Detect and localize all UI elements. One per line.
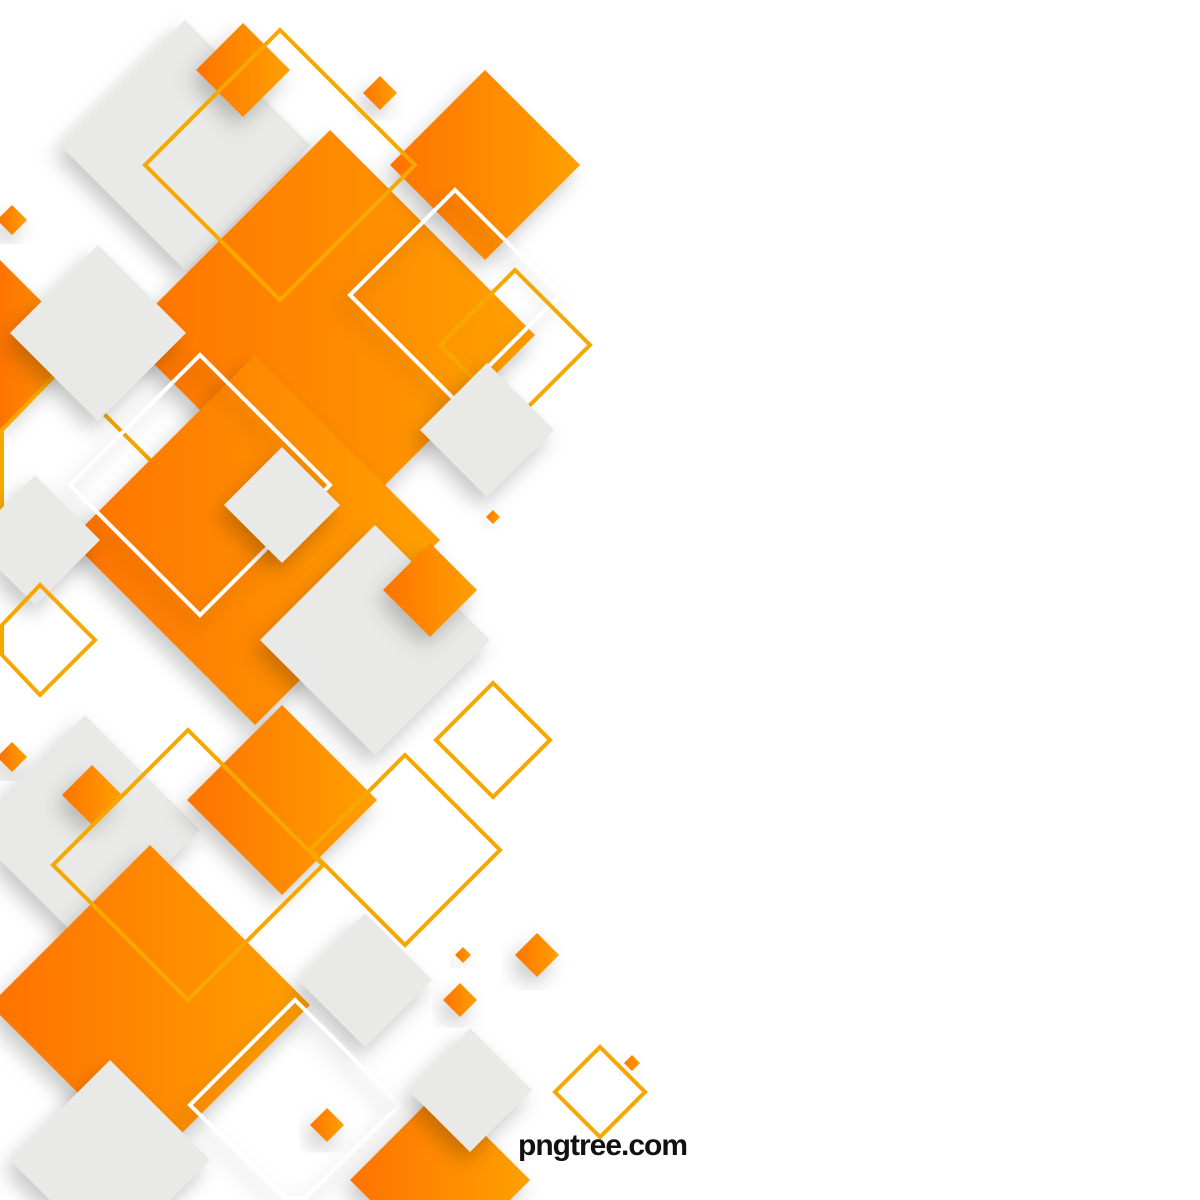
- orange-outline-diamond: [0, 582, 98, 698]
- orange-diamond: [390, 70, 580, 260]
- gray-diamond: [408, 1028, 532, 1152]
- orange-outline-diamond: [552, 1044, 648, 1140]
- orange-outline-diamond: [50, 727, 326, 1003]
- orange-outline-diamond: [433, 680, 553, 800]
- gray-diamond: [298, 913, 432, 1047]
- orange-diamond: [310, 1108, 344, 1142]
- white-outline-diamond: [187, 997, 403, 1200]
- orange-diamond: [187, 705, 377, 895]
- gray-diamond: [10, 245, 186, 421]
- orange-diamond: [196, 23, 290, 117]
- watermark: pngtree.com: [518, 1129, 688, 1162]
- orange-diamond: [350, 1090, 530, 1200]
- white-outline-diamond: [67, 352, 333, 618]
- orange-diamond: [486, 510, 500, 524]
- orange-diamond: [455, 947, 471, 963]
- orange-outline-diamond: [307, 752, 503, 948]
- orange-diamond: [624, 1055, 640, 1071]
- gray-diamond: [420, 363, 554, 497]
- orange-diamond: [383, 543, 477, 637]
- orange-outline-diamond: [142, 27, 418, 303]
- orange-diamond: [363, 76, 397, 110]
- orange-diamond: [0, 742, 27, 772]
- orange-diamond: [443, 983, 477, 1017]
- orange-diamond: [0, 845, 310, 1165]
- gray-diamond: [0, 475, 100, 605]
- gray-diamond: [10, 1060, 210, 1200]
- orange-diamond: [0, 205, 27, 235]
- orange-diamond: [515, 933, 559, 977]
- gray-diamond: [224, 447, 340, 563]
- gray-diamond: [0, 715, 200, 945]
